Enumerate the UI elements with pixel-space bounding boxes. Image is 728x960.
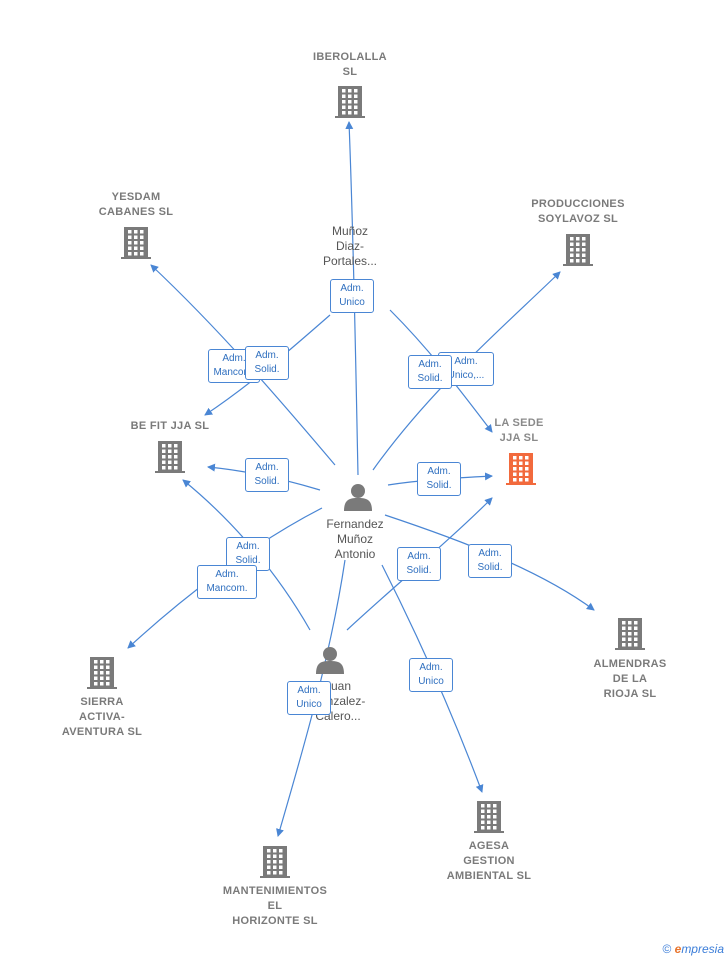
role-badge-almendras-solid[interactable]: Adm. Solid.: [468, 544, 512, 578]
company-label-line: ALMENDRAS: [593, 658, 667, 670]
role-badge-line: Solid.: [477, 562, 503, 573]
company-label-befit[interactable]: BE FIT JJA SL: [105, 419, 235, 434]
role-badge-line: Adm.: [427, 466, 451, 477]
company-label-yesdam[interactable]: YESDAM CABANES SL: [71, 190, 201, 220]
role-badge-producciones-solid[interactable]: Adm. Solid.: [408, 355, 452, 389]
company-label-line: CABANES SL: [98, 206, 174, 218]
role-badge-line: Adm.: [222, 353, 246, 364]
person-icon-fernandez[interactable]: [344, 484, 372, 511]
role-badge-sierra-mancom[interactable]: Adm. Mancom.: [197, 565, 257, 599]
role-badge-line: Mancom.: [206, 583, 248, 594]
person-label-line: Antonio: [334, 547, 376, 561]
building-icon-lasede[interactable]: [506, 453, 536, 485]
role-badge-line: Adm.: [297, 685, 321, 696]
person-label-line: Muñoz: [336, 532, 374, 546]
company-label-line: SOYLAVOZ SL: [537, 213, 619, 225]
person-label-line: Fernandez: [326, 517, 384, 531]
role-badge-juan-lasede-solid[interactable]: Adm. Solid.: [397, 547, 441, 581]
node-icons: [87, 86, 645, 878]
company-label-line: AMBIENTAL SL: [446, 870, 532, 882]
building-icon-mantenimientos[interactable]: [260, 846, 290, 878]
role-badge-line: Adm.: [255, 350, 279, 361]
company-label-line: RIOJA SL: [603, 688, 657, 700]
role-badge-line: Mancom.: [213, 367, 255, 378]
company-label-iberolalla[interactable]: IBEROLALLA SL: [285, 50, 415, 80]
building-icon-almendras[interactable]: [615, 618, 645, 650]
brand-name: mpresia: [681, 942, 724, 956]
company-label-line: PRODUCCIONES: [531, 198, 625, 210]
company-label-line: IBEROLALLA: [313, 51, 387, 63]
company-label-line: SL: [342, 66, 358, 78]
role-badge-line: Solid.: [417, 373, 443, 384]
role-badge-line: Unico: [296, 699, 322, 710]
copyright-symbol: ©: [662, 942, 672, 956]
person-label-line: Diaz-: [335, 239, 364, 253]
role-badge-line: Adm.: [419, 662, 443, 673]
company-label-line: LA SEDE: [494, 417, 544, 429]
role-badge-producciones-unico[interactable]: Adm. Unico,...: [438, 352, 494, 386]
person-label-line: Portales...: [322, 254, 378, 268]
person-icon-juan[interactable]: [316, 647, 344, 674]
role-badge-line: Solid.: [254, 364, 280, 375]
building-icon-sierra[interactable]: [87, 657, 117, 689]
role-badge-line: Adm.: [215, 569, 239, 580]
role-badge-line: Solid.: [406, 565, 432, 576]
role-badge-line: Solid.: [426, 480, 452, 491]
role-badge-line: Unico,...: [447, 370, 485, 381]
brand-initial: e: [674, 942, 682, 956]
company-label-line: SIERRA: [80, 696, 124, 708]
company-label-mantenimientos[interactable]: MANTENIMIENTOS EL HORIZONTE SL: [210, 884, 340, 929]
company-label-line: ACTIVA-: [79, 711, 125, 723]
company-label-line: AGESA: [468, 840, 510, 852]
company-label-line: AVENTURA SL: [61, 726, 143, 738]
company-label-sierra[interactable]: SIERRA ACTIVA- AVENTURA SL: [37, 695, 167, 740]
role-badge-yesdam-solid[interactable]: Adm. Solid.: [245, 346, 289, 380]
role-badge-line: Adm.: [236, 541, 260, 552]
company-label-lasede[interactable]: LA SEDE JJA SL: [454, 416, 584, 446]
company-label-line: EL: [267, 900, 283, 912]
role-badge-line: Solid.: [235, 555, 261, 566]
company-label-almendras[interactable]: ALMENDRAS DE LA RIOJA SL: [565, 657, 695, 702]
building-icon-yesdam[interactable]: [121, 227, 151, 259]
role-badge-mantenimientos-unico[interactable]: Adm. Unico: [287, 681, 331, 715]
company-label-line: YESDAM: [111, 191, 161, 203]
role-badge-agesa-unico[interactable]: Adm. Unico: [409, 658, 453, 692]
role-badge-line: Unico: [339, 297, 365, 308]
role-badge-line: Unico: [418, 676, 444, 687]
building-icon-befit[interactable]: [155, 441, 185, 473]
role-badge-line: Adm.: [478, 548, 502, 559]
role-badge-lasede-solid[interactable]: Adm. Solid.: [417, 462, 461, 496]
person-label-line: Muñoz: [331, 224, 369, 238]
company-label-line: JJA SL: [499, 432, 539, 444]
company-label-agesa[interactable]: AGESA GESTION AMBIENTAL SL: [424, 839, 554, 884]
role-badge-line: Adm.: [407, 551, 431, 562]
company-label-line: MANTENIMIENTOS: [222, 885, 328, 897]
role-badge-line: Solid.: [254, 476, 280, 487]
role-badge-line: Adm.: [255, 462, 279, 473]
company-label-line: DE LA: [612, 673, 648, 685]
building-icon-iberolalla[interactable]: [335, 86, 365, 118]
role-badge-befit-solid[interactable]: Adm. Solid.: [245, 458, 289, 492]
role-badge-munoz-iberolalla[interactable]: Adm. Unico: [330, 279, 374, 313]
company-label-line: GESTION: [463, 855, 515, 867]
building-icon-agesa[interactable]: [474, 801, 504, 833]
role-badge-line: Adm.: [340, 283, 364, 294]
company-label-line: BE FIT JJA SL: [130, 420, 210, 432]
footer-brand: © empresia: [662, 942, 724, 956]
role-badge-line: Adm.: [454, 356, 478, 367]
building-icon-producciones[interactable]: [563, 234, 593, 266]
role-badge-line: Adm.: [418, 359, 442, 370]
person-label-line: Juan: [324, 679, 352, 693]
company-label-line: HORIZONTE SL: [232, 915, 318, 927]
company-label-producciones[interactable]: PRODUCCIONES SOYLAVOZ SL: [513, 197, 643, 227]
